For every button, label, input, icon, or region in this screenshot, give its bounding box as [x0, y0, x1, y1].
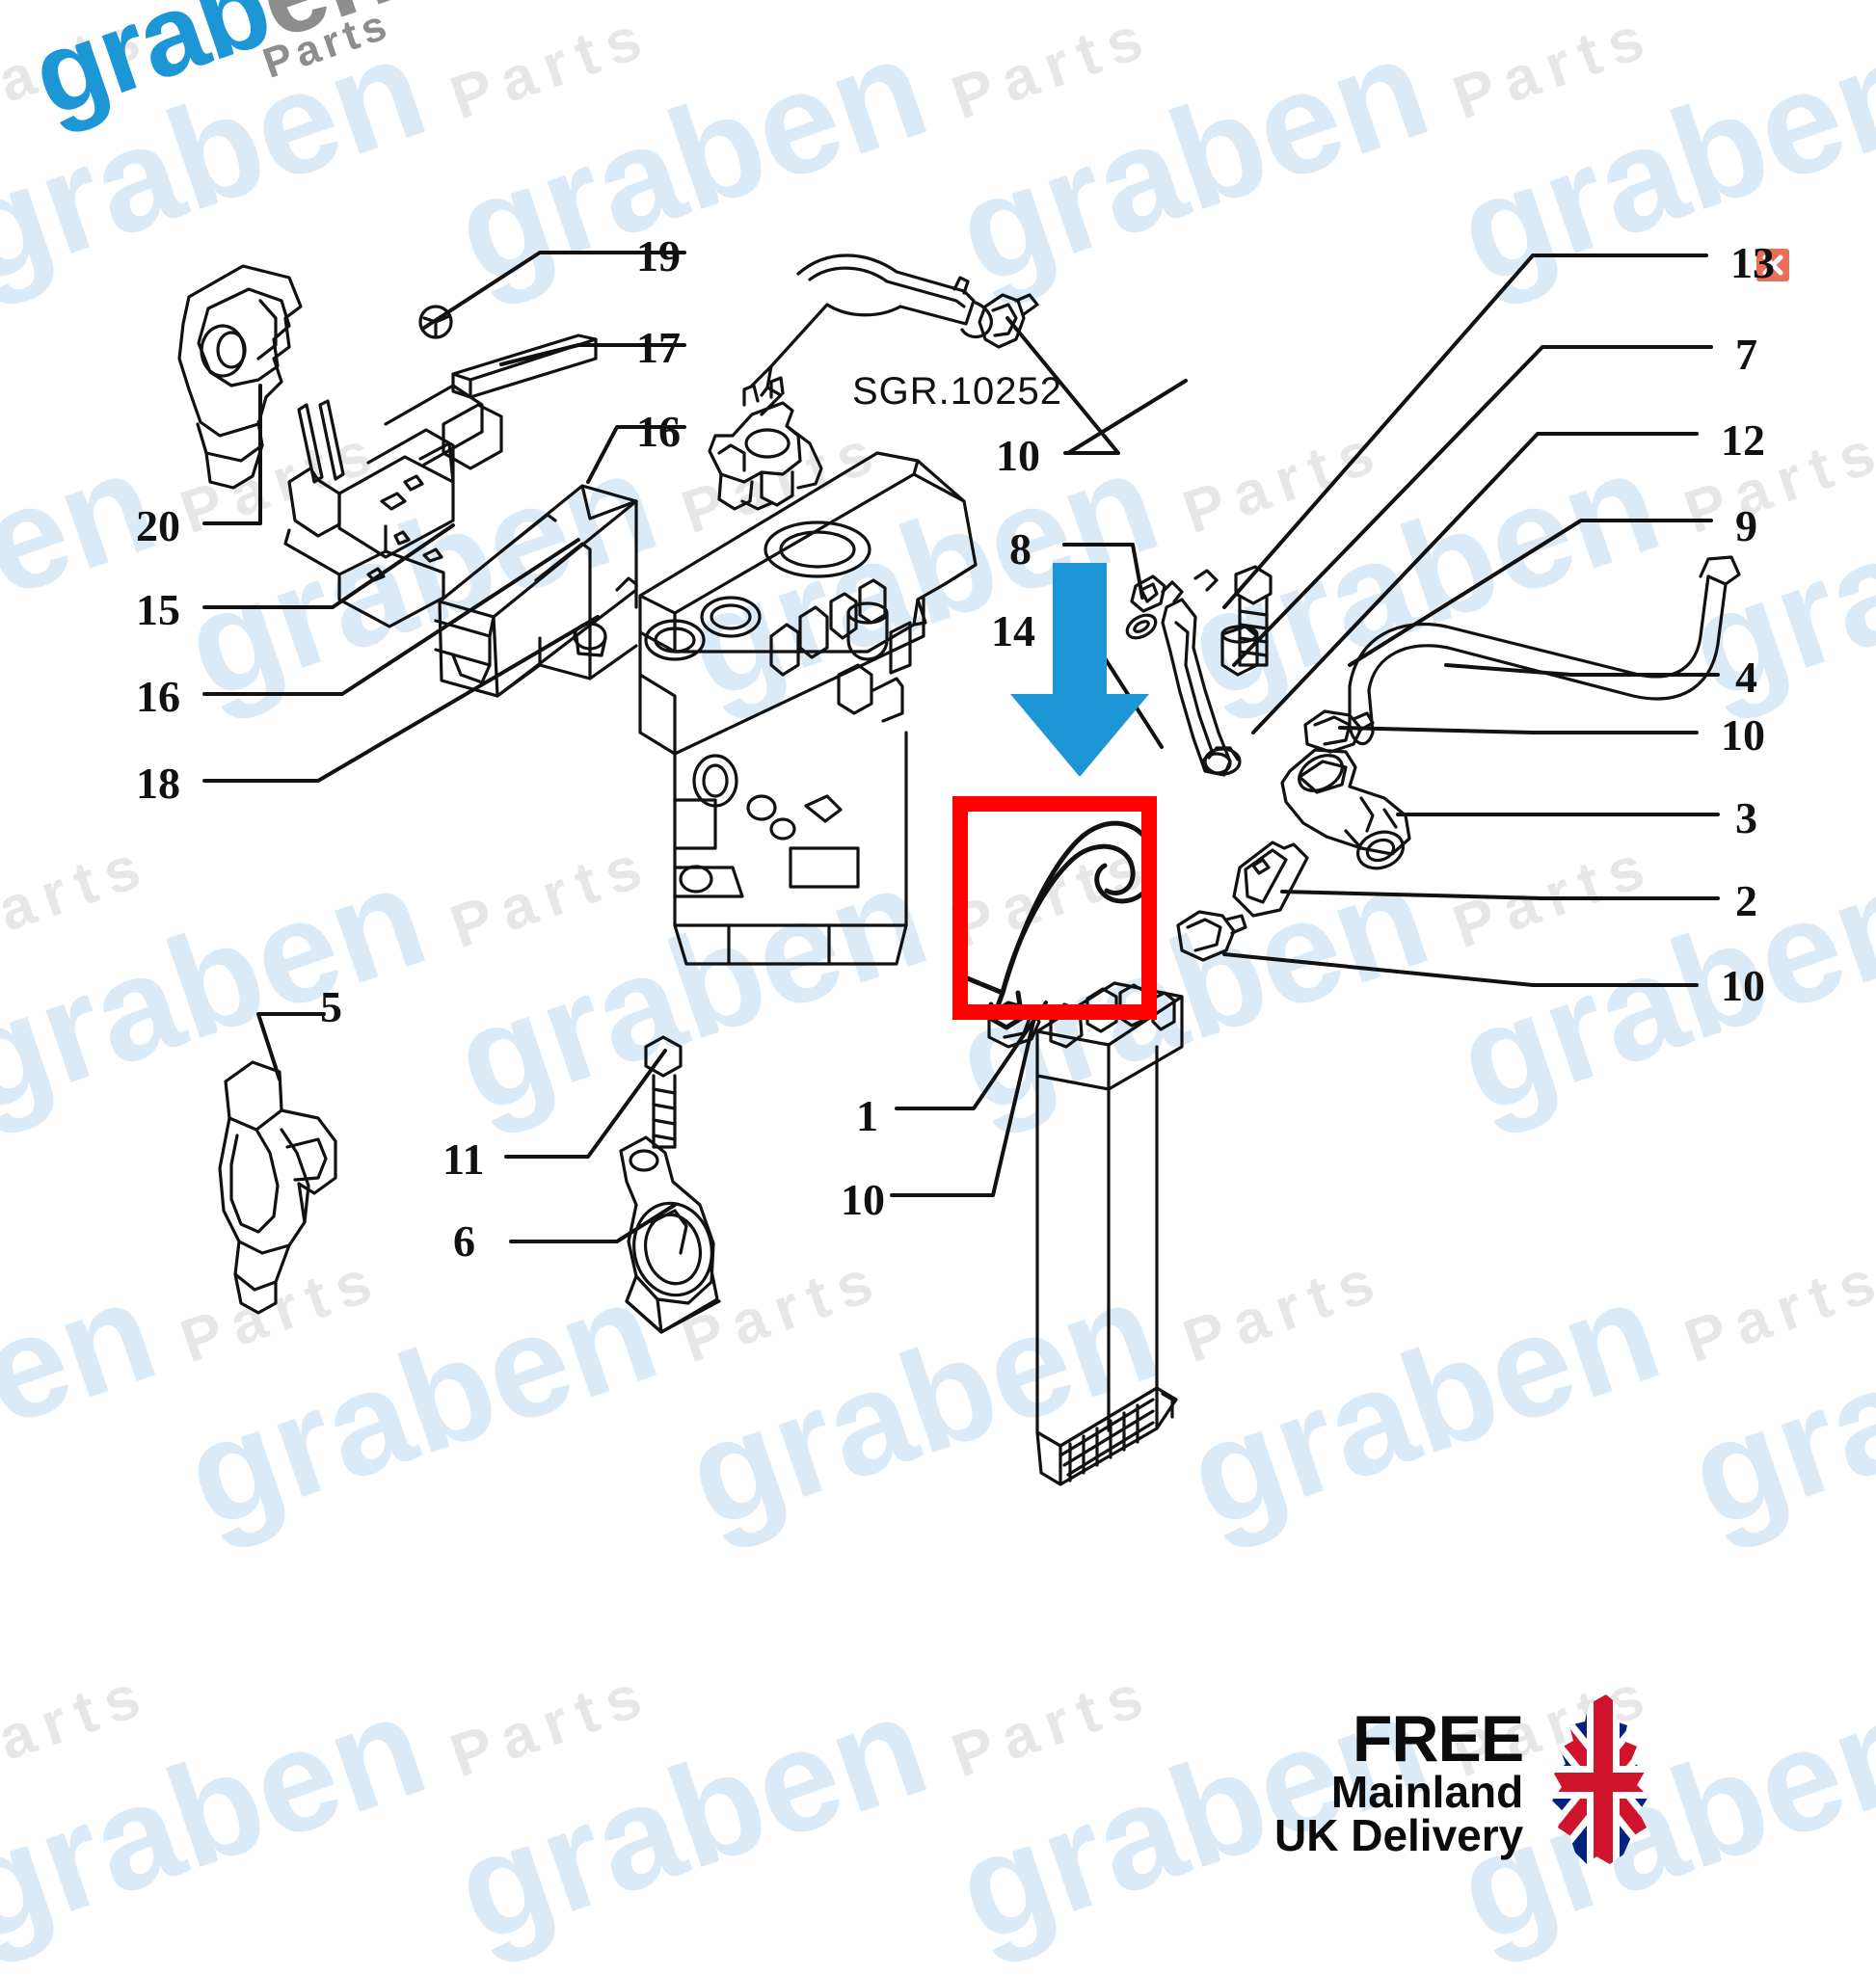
part-16-air-filter-box: [434, 484, 638, 698]
callout-label-14: 14: [991, 606, 1035, 655]
callout-label-12: 12: [1721, 415, 1765, 465]
callout-label-19: 19: [636, 231, 681, 280]
part-15-support-brackets: [283, 384, 503, 628]
part-10-clamp-mid: [1303, 709, 1375, 754]
callout-label-15: 15: [136, 585, 180, 634]
callout-label-10: 10: [841, 1175, 885, 1224]
part-19-grommet: [418, 305, 453, 339]
badge-text: FREE Mainland UK Delivery: [1274, 1701, 1524, 1861]
part-10-clamp-lower: [1176, 910, 1247, 962]
free-delivery-badge: FREE Mainland UK Delivery: [1274, 1693, 1675, 1872]
part-3-intercooler-elbow: [1280, 748, 1411, 870]
callout-label-11: 11: [442, 1134, 485, 1184]
part-7-bush: [1220, 625, 1259, 677]
blue-pointer-arrow: [1010, 563, 1149, 777]
callout-label-4: 4: [1735, 653, 1757, 702]
callout-label-16: 16: [636, 407, 681, 456]
callout-label-8: 8: [1009, 524, 1032, 574]
intercooler-core: [1035, 981, 1184, 1486]
uk-flag-map-icon: [1552, 1695, 1649, 1864]
oil-filler-cap: [846, 601, 889, 661]
parts-line-drawing: [177, 251, 1741, 1486]
part-6-sensor-bracket: [619, 1135, 721, 1334]
callout-label-10: 10: [1721, 961, 1765, 1010]
engine-block: [638, 451, 978, 966]
part-18-plug: [573, 622, 607, 657]
leader-lines-left: [202, 251, 686, 1243]
part-12-bolt: [1234, 565, 1273, 667]
part-2-sleeve: [1232, 841, 1309, 918]
callout-label-18: 18: [136, 759, 180, 808]
broken-image-icon: [1756, 249, 1789, 281]
turbo-assembly-sgr10252: [708, 254, 993, 511]
part-4-9-coolant-hose: [1348, 555, 1741, 746]
badge-line-free: FREE: [1352, 1701, 1524, 1775]
callout-label-17: 17: [636, 323, 681, 372]
part-8-washer: [1125, 574, 1166, 640]
part-13-long-bolt: [1203, 746, 1242, 776]
part-20-mount-bracket: [177, 264, 303, 490]
badge-line-uk-delivery: UK Delivery: [1274, 1810, 1524, 1861]
callout-label-10: 10: [996, 431, 1040, 480]
callout-label-6: 6: [453, 1216, 475, 1266]
part-14-dipstick-tube: [1161, 569, 1232, 777]
part-11-bolt: [644, 1035, 683, 1149]
callout-label-3: 3: [1735, 793, 1757, 842]
callout-label-13: 13: [1730, 238, 1775, 287]
highlight-box: [952, 796, 1157, 1020]
callout-label-9: 9: [1735, 501, 1757, 550]
part-5-air-duct: [218, 1060, 337, 1315]
callout-label-20: 20: [136, 501, 180, 550]
callout-label-5: 5: [320, 982, 342, 1031]
callout-label-2: 2: [1735, 876, 1757, 925]
badge-line-mainland: Mainland: [1330, 1767, 1524, 1818]
assembly-reference-code: SGR.10252: [852, 370, 1063, 413]
part-17-seal-strip: [451, 334, 598, 399]
callout-label-16: 16: [136, 672, 180, 721]
callout-label-10: 10: [1721, 710, 1765, 760]
callout-label-1: 1: [856, 1091, 878, 1140]
part-10-clamp-top: [978, 293, 1039, 349]
callout-label-7: 7: [1735, 330, 1757, 379]
